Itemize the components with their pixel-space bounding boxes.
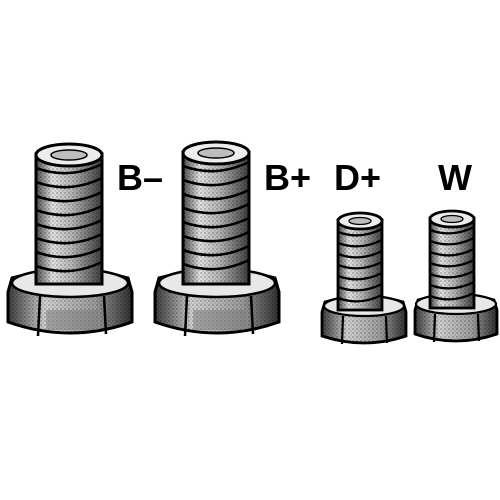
terminal-label: B– xyxy=(117,157,163,198)
terminal-b-minus: B– xyxy=(6,142,163,337)
terminal-b-plus: B+ xyxy=(153,140,311,337)
large-bolt-icon xyxy=(153,140,281,337)
terminal-w: W xyxy=(413,157,499,343)
terminal-label: D+ xyxy=(334,157,381,198)
terminal-label: W xyxy=(438,157,472,198)
terminal-d-plus: D+ xyxy=(320,157,408,345)
small-bolt-icon xyxy=(413,209,499,343)
large-bolt-icon xyxy=(6,142,134,337)
small-bolt-icon xyxy=(320,211,408,345)
terminal-label: B+ xyxy=(264,157,311,198)
